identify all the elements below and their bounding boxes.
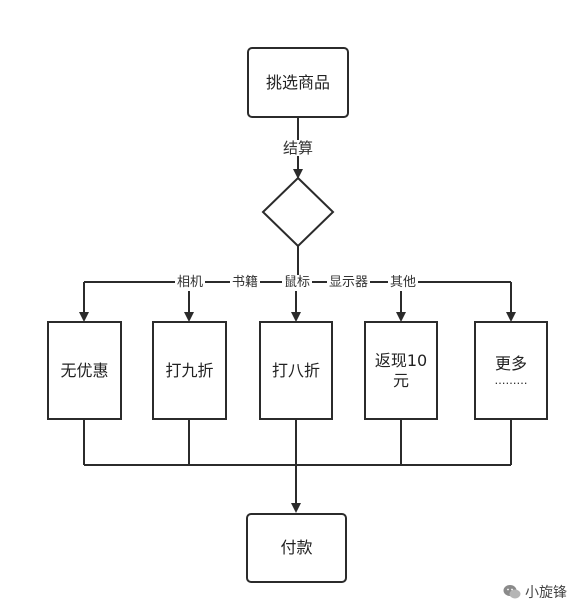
cashback-node: 返现10 元 — [364, 321, 438, 420]
edge-label-monitor: 显示器 — [327, 275, 371, 291]
more-node: 更多 ……… — [474, 321, 548, 420]
edge-label-checkout: 结算 — [281, 139, 316, 157]
discount-80-node: 打八折 — [259, 321, 333, 420]
wechat-icon — [503, 585, 521, 599]
discount-80-label: 打八折 — [271, 360, 320, 380]
start-node-label: 挑选商品 — [265, 72, 330, 92]
pay-node-label: 付款 — [280, 538, 313, 557]
no-discount-node: 无优惠 — [47, 321, 122, 420]
decision-diamond — [261, 176, 335, 248]
discount-90-node: 打九折 — [152, 321, 227, 420]
edge-label-other: 其他 — [388, 275, 419, 291]
watermark-text: 小旋锋 — [525, 585, 567, 601]
cashback-label-line1: 返现10 — [374, 350, 428, 370]
more-label-line2: ……… — [494, 373, 528, 387]
watermark: 小旋锋 — [503, 582, 567, 602]
more-label-line1: 更多 — [494, 353, 527, 373]
edge-label-mouse: 鼠标 — [282, 275, 313, 291]
discount-90-label: 打九折 — [165, 360, 214, 380]
start-node: 挑选商品 — [247, 47, 349, 118]
cashback-label-line2: 元 — [392, 370, 409, 390]
pay-node: 付款 — [246, 513, 347, 583]
edge-label-books: 书籍 — [230, 275, 261, 291]
no-discount-label: 无优惠 — [60, 360, 109, 380]
edge-label-camera: 相机 — [175, 275, 206, 291]
